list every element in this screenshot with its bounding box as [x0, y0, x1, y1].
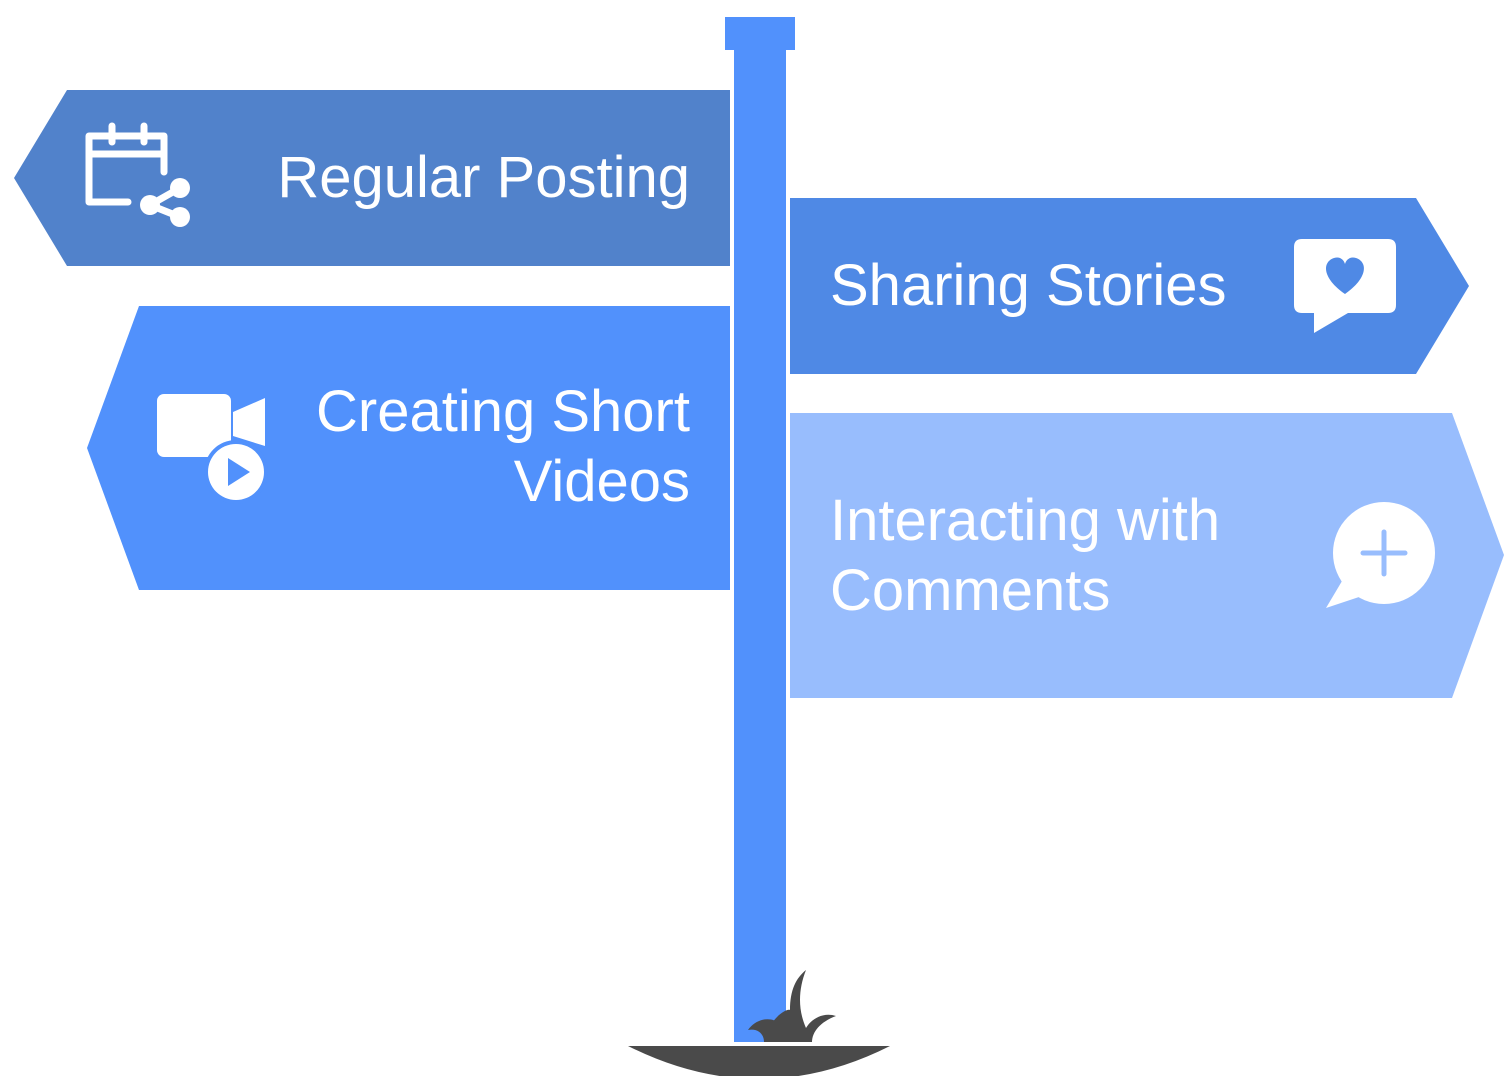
pole-cap	[725, 17, 795, 50]
sign-interacting-comments	[790, 413, 1504, 698]
ground-shadow	[628, 1046, 890, 1079]
sign-label-line: Videos	[513, 449, 690, 514]
grass-blade-left	[748, 1019, 780, 1042]
video-play-icon	[157, 394, 268, 504]
sign-label-sharing-stories: Sharing Stories	[830, 251, 1227, 321]
grass-tuft	[764, 970, 836, 1042]
calendar-share-icon	[85, 122, 190, 227]
pole	[734, 50, 786, 1042]
sign-label-line: Interacting with	[830, 488, 1221, 553]
sign-label-regular-posting: Regular Posting	[277, 143, 690, 213]
sign-creating-short-videos	[87, 306, 730, 590]
sign-label-line: Regular Posting	[277, 145, 690, 210]
sign-label-line: Comments	[830, 558, 1111, 623]
sign-label-line: Sharing Stories	[830, 253, 1227, 318]
sign-regular-posting	[14, 90, 730, 266]
sign-label-creating-short-videos: Creating Short Videos	[316, 377, 690, 517]
sign-label-line: Creating Short	[316, 379, 690, 444]
sign-label-interacting-comments: Interacting with Comments	[830, 486, 1220, 626]
comment-plus-icon	[1326, 502, 1435, 608]
heart-message-icon	[1294, 239, 1396, 333]
